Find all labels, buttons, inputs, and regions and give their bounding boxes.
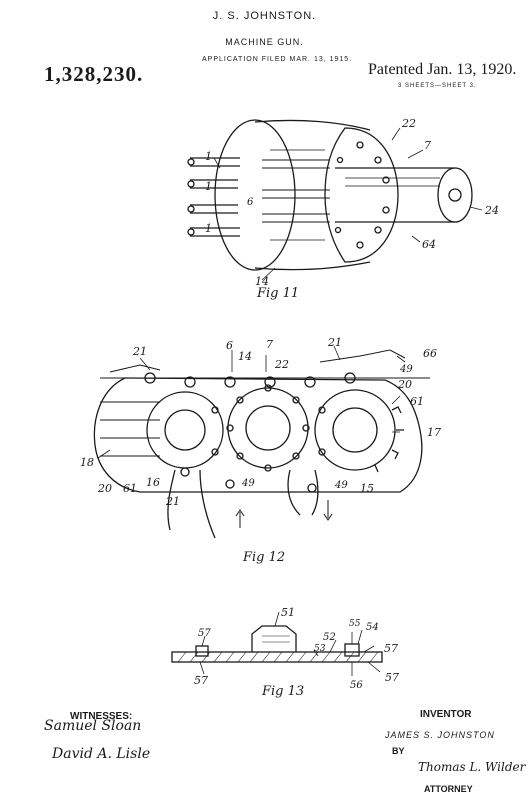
by-label: BY [392,746,405,756]
svg-text:61: 61 [123,482,137,495]
inventor-header: J. S. JOHNSTON. [212,10,317,22]
svg-text:56: 56 [350,680,363,691]
svg-text:54: 54 [366,622,379,633]
svg-text:61: 61 [410,395,424,408]
svg-text:14: 14 [238,350,252,363]
svg-text:20: 20 [397,378,412,391]
svg-text:7: 7 [266,338,273,351]
svg-text:16: 16 [146,476,160,489]
witness-1-signature: Samuel Sloan [44,718,142,734]
svg-text:1: 1 [205,180,212,193]
svg-text:17: 17 [427,426,441,439]
attorney-signature: Thomas L. Wilder [418,760,526,774]
svg-text:57: 57 [198,628,211,639]
svg-text:22: 22 [401,117,416,130]
inventor-name: JAMES S. JOHNSTON [385,730,495,740]
svg-text:66: 66 [423,347,437,360]
svg-text:20: 20 [97,482,112,495]
patented-date: Patented Jan. 13, 1920. [368,61,517,78]
svg-text:55: 55 [349,619,361,629]
svg-text:49: 49 [399,364,413,375]
figure-13-drawing: 51 57 52 55 54 57 53 57 56 57 [171,606,399,691]
svg-text:64: 64 [422,238,436,251]
inventor-label: INVENTOR [420,709,472,720]
svg-text:49: 49 [241,478,255,489]
svg-text:24: 24 [484,204,499,217]
witnesses-label: WITNESSES: [70,711,133,722]
invention-title: MACHINE GUN. [225,37,304,47]
svg-text:6: 6 [247,197,254,208]
svg-text:1: 1 [205,150,212,163]
svg-text:7: 7 [424,139,431,152]
svg-text:22: 22 [274,358,289,371]
svg-text:14: 14 [255,275,269,288]
figure-11-label: Fig 11 [257,286,300,301]
svg-text:6: 6 [226,339,233,352]
svg-text:51: 51 [281,606,295,619]
patent-number: 1,328,230. [44,62,144,86]
svg-text:49: 49 [334,480,348,491]
attorney-label: ATTORNEY [424,784,473,794]
figure-13-label: Fig 13 [262,684,305,699]
svg-text:18: 18 [80,456,94,469]
figure-11-drawing: 22 7 1 6 24 1 64 14 1 [187,117,499,288]
svg-text:1: 1 [205,222,212,235]
svg-text:57: 57 [194,674,208,687]
svg-text:52: 52 [323,632,336,643]
svg-text:21: 21 [165,495,180,508]
svg-text:21: 21 [132,345,147,358]
svg-text:57: 57 [385,671,399,684]
figure-12-label: Fig 12 [243,550,286,565]
application-filed: APPLICATION FILED MAR. 13, 1915. [202,56,353,63]
witness-2-signature: David A. Lisle [52,746,151,762]
svg-text:15: 15 [360,482,374,495]
figure-12-drawing: 21 6 14 7 22 21 66 49 20 61 17 18 20 61 … [80,336,441,539]
sheet-count: 3 SHEETS—SHEET 3. [398,83,477,89]
svg-text:21: 21 [327,336,342,349]
svg-text:57: 57 [384,642,398,655]
svg-text:53: 53 [314,644,326,654]
